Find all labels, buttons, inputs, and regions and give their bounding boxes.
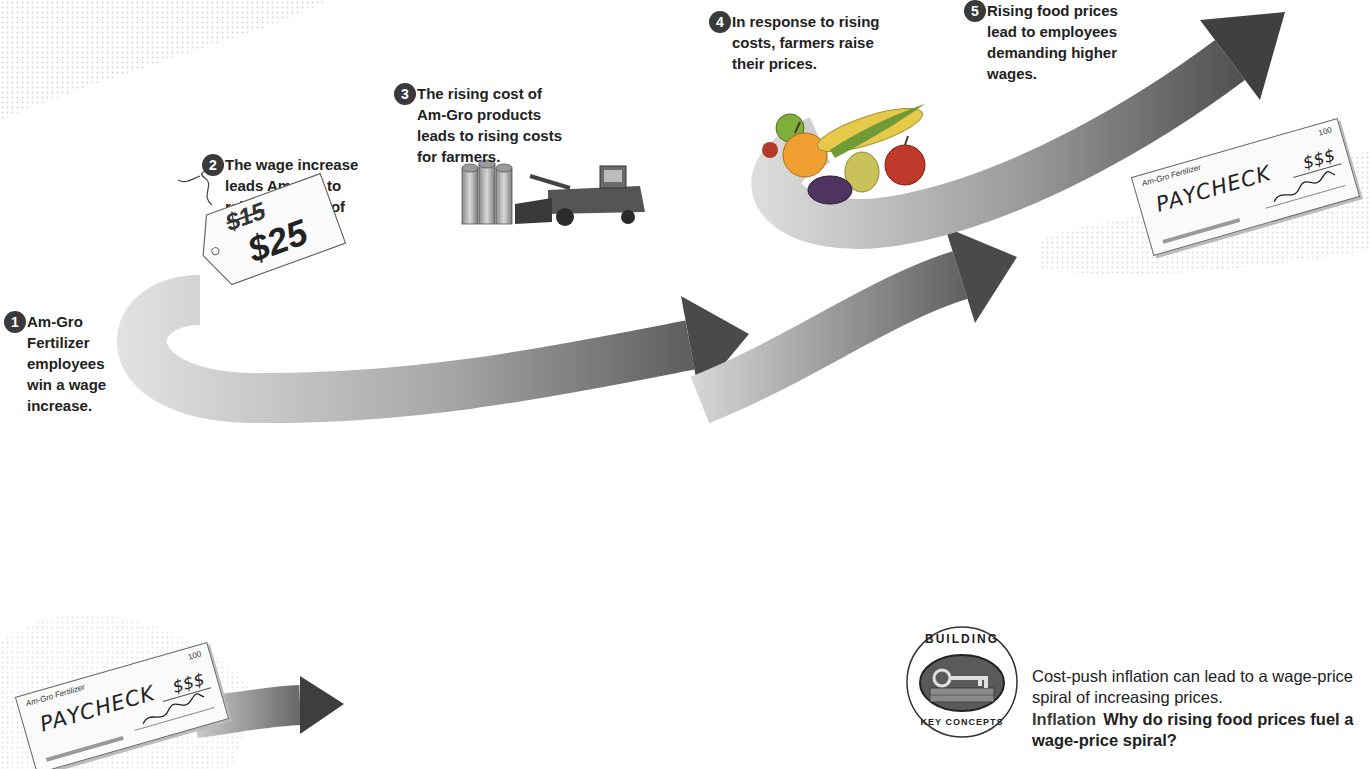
key-bit <box>984 680 988 688</box>
step-text: Am-Gro Fertilizer employees win a wage i… <box>27 311 119 416</box>
step-text: In response to rising costs, farmers rai… <box>732 11 888 74</box>
combine-harvester <box>515 166 645 226</box>
callout-number: 5 <box>964 0 986 22</box>
step-block: 5Rising food prices lead to employees de… <box>964 0 1134 84</box>
tag-outline <box>191 174 346 291</box>
combine-cab <box>600 166 626 188</box>
arrowhead <box>300 676 344 734</box>
silos <box>462 160 512 224</box>
price-tag: $15$25 <box>189 172 347 291</box>
cherry <box>762 142 778 158</box>
micr-line <box>46 736 124 762</box>
halftone-shading <box>0 0 330 120</box>
apple <box>885 145 925 185</box>
silo-top <box>462 164 478 172</box>
callout-number: 1 <box>4 311 26 333</box>
silo-top <box>496 164 512 172</box>
concept-label: Inflation <box>1032 710 1096 728</box>
step-text: The rising cost of Am-Gro products leads… <box>417 83 570 167</box>
check-title: PAYCHECK <box>1153 160 1274 218</box>
combine-auger <box>530 176 570 188</box>
combine-window <box>604 170 622 182</box>
spiral-arrow <box>700 275 960 400</box>
silo <box>496 168 512 224</box>
amount: $$$ <box>170 668 207 698</box>
check-number: 100 <box>1317 125 1333 138</box>
logo-bricks <box>930 688 994 702</box>
callout-number: 4 <box>709 11 731 33</box>
paycheck: Am-Gro Fertilizer100PAYCHECK$$$ <box>15 642 229 769</box>
signature <box>1270 170 1337 202</box>
key-bit <box>978 680 982 686</box>
eggplant <box>808 176 852 204</box>
silo <box>462 168 478 224</box>
logo-ring <box>907 627 1017 737</box>
wheel <box>556 208 574 226</box>
amount: $$$ <box>1300 144 1337 174</box>
callout-number: 2 <box>202 154 224 176</box>
check-number: 100 <box>187 649 203 662</box>
arrowhead <box>1200 12 1285 100</box>
spiral-arrow <box>142 300 690 398</box>
silo <box>479 164 495 224</box>
callout-number: 3 <box>394 83 416 105</box>
logo-bottom-text: KEY CONCEPTS <box>906 716 1018 728</box>
stem <box>795 122 908 145</box>
step-block: 3The rising cost of Am-Gro products lead… <box>394 83 570 167</box>
step-text: Rising food prices lead to employees dem… <box>987 0 1134 84</box>
tag-hole <box>211 247 220 256</box>
combine-header <box>515 198 552 224</box>
logo-top-text: BUILDING <box>906 632 1018 646</box>
wheel <box>621 210 635 224</box>
produce <box>762 100 927 204</box>
micr-line <box>1162 218 1240 244</box>
caption: Cost-push inflation can lead to a wage-p… <box>1032 666 1367 708</box>
key-shaft <box>950 676 988 680</box>
paycheck: Am-Gro Fertilizer100PAYCHECK$$$ <box>1131 118 1360 256</box>
logo-brick-line <box>930 695 994 696</box>
step-block: 4In response to rising costs, farmers ra… <box>709 11 888 74</box>
question-block: InflationWhy do rising food prices fuel … <box>1032 709 1367 751</box>
arrowhead <box>945 227 1017 323</box>
key-bow <box>934 670 950 686</box>
key-concepts-logo: BUILDING KEY CONCEPTS <box>906 626 1018 738</box>
logo-center <box>920 655 1004 711</box>
step-block: 1Am-Gro Fertilizer employees win a wage … <box>4 311 119 416</box>
